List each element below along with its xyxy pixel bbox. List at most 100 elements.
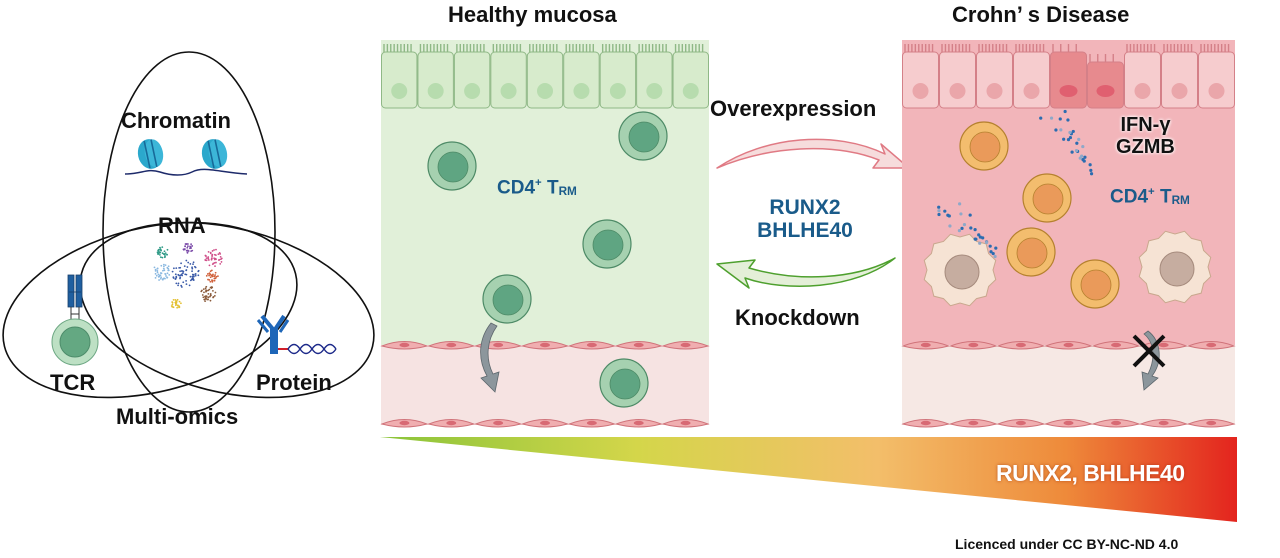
cluster-point [164,273,167,276]
cluster-point [156,267,159,270]
cluster-point [208,272,211,275]
cluster-point [174,302,177,305]
cluster-point [178,267,181,269]
cytokine-dot [937,209,941,213]
cluster-point [180,302,182,305]
endothelial-nucleus [1015,342,1026,348]
cytokine-dot [981,236,985,240]
cluster-point [210,258,213,260]
cytokine-dot [984,240,989,245]
cytokine-dot [977,233,981,237]
cluster-point [203,291,205,294]
cluster-point [194,266,197,269]
cluster-point [159,256,162,259]
cluster-point [206,273,209,275]
cluster-point [209,292,212,295]
microvilli [978,44,1008,52]
cluster-point [187,245,189,248]
cluster-point [209,252,212,255]
cluster-point [171,270,174,273]
cluster-point [179,270,182,273]
cluster-point [177,282,180,285]
cluster-point [219,258,222,261]
cluster-point [189,247,191,250]
cytokine-dot [1077,137,1081,141]
cluster-point [162,253,165,256]
migration-arrow [480,322,500,393]
cluster-point [194,273,197,275]
cytokine-dot [1063,109,1067,114]
cluster-point [175,282,178,285]
endothelial-nucleus [968,420,979,426]
cytokine-dot [1071,129,1075,134]
endothelial-nucleus [446,420,457,426]
epithelial-cell [381,51,418,109]
epithelial-nucleus [682,83,699,99]
endothelial-nucleus [1206,342,1217,348]
cluster-point [191,266,193,269]
cluster-point [162,267,165,270]
cluster-point [160,276,163,279]
healthy-cell-label: CD4+ TRM [497,177,577,199]
cluster-point [183,265,186,268]
cluster-point [154,277,157,279]
cytokine-dot [943,209,947,213]
microvilli [1200,44,1230,52]
cluster-point [177,305,179,307]
venn-label-rna: RNA [158,213,206,238]
epithelial-nucleus [391,83,408,99]
cluster-point [202,296,205,299]
cluster-point [164,252,167,255]
t-cell-nucleus [437,151,469,183]
epithelial-cell [939,51,976,109]
epithelial-cell [976,51,1013,109]
cytokine-dot [958,202,962,206]
cluster-point [202,288,205,290]
cluster-point [179,274,182,277]
epithelial-nucleus [500,83,517,99]
cluster-point [172,298,175,301]
cluster-point [174,273,177,276]
cluster-point [211,250,214,252]
epithelial-nucleus [1208,83,1225,99]
cluster-point [170,305,173,307]
cluster-point [185,283,188,286]
epithelial-nucleus [537,83,553,99]
cluster-point [209,294,212,297]
cluster-point [175,300,178,302]
cluster-point [159,251,162,254]
cluster-point [191,267,194,270]
cluster-point [191,245,194,247]
overexpression-label: Overexpression [710,96,877,121]
healthy-title: Healthy mucosa [448,2,617,27]
cluster-point [159,277,162,280]
endothelial-nucleus [1158,420,1169,426]
t-cell-nucleus [1080,269,1112,301]
cluster-point [212,296,215,298]
microvilli [1015,44,1045,52]
epithelial-cell [417,51,454,109]
cluster-point [213,249,215,251]
t-cell-nucleus [969,131,1001,163]
cluster-point [220,261,223,263]
epithelial-cell [599,51,637,109]
microvilli [674,44,704,52]
cluster-point [174,278,177,280]
endothelial-nucleus [1063,342,1074,348]
microvilli [941,44,971,52]
overexpression-arrow [716,138,910,169]
endothelial-nucleus [968,342,979,348]
cluster-point [168,273,171,276]
cytokine-dot [948,224,952,228]
cluster-point [185,259,188,262]
gradient-label: RUNX2, BHLHE40 [996,460,1185,486]
endothelial-nucleus [680,420,691,426]
microvilli [492,44,522,52]
cluster-point [197,274,200,277]
epithelial-nucleus [464,83,481,99]
t-cell-nucleus [628,121,660,153]
epithelial-cell [1050,51,1087,109]
microvilli [1163,44,1193,52]
cluster-point [158,248,160,251]
venn-ellipse-chromatin [102,51,276,413]
